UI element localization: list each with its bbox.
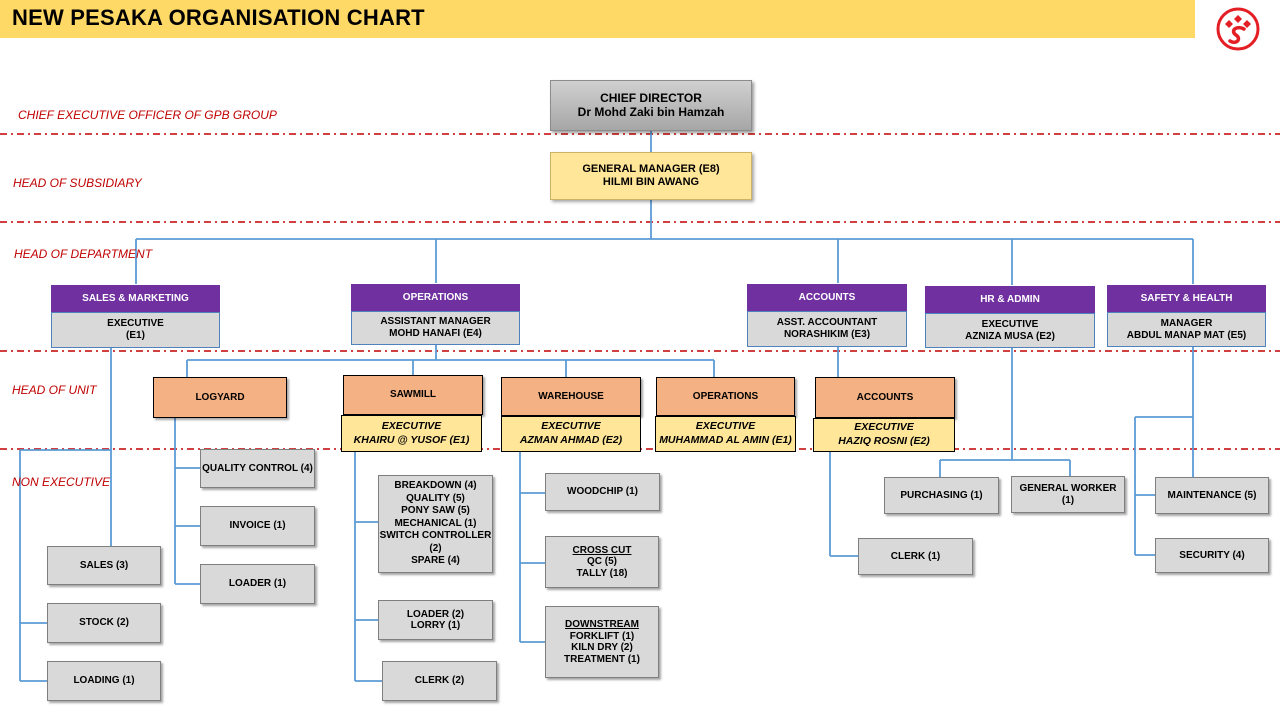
unit-logyard: LOGYARD: [153, 377, 287, 418]
gm-name: HILMI BIN AWANG: [602, 176, 700, 188]
dept-hr-admin-header: HR & ADMIN: [925, 286, 1095, 313]
dept-accounts-line2: NORASHIKIM (E3): [783, 329, 871, 340]
dept-accounts-body: ASST. ACCOUNTANT NORASHIKIM (E3): [747, 311, 907, 347]
staff-clerk-accounts: CLERK (1): [858, 538, 973, 575]
accounts-exec-name: HAZIQ ROSNI (E2): [838, 435, 930, 447]
sawmill-exec-title: EXECUTIVE: [381, 419, 442, 432]
staff-sales: SALES (3): [47, 546, 161, 585]
level-label-unit: HEAD OF UNIT: [12, 383, 97, 397]
unit-warehouse-executive: EXECUTIVE AZMAN AHMAD (E2): [501, 416, 641, 452]
unit-warehouse: WAREHOUSE: [501, 377, 641, 416]
dept-operations-header: OPERATIONS: [351, 284, 520, 311]
downstream-line: TREATMENT (1): [564, 653, 640, 665]
warehouse-exec-name: AZMAN AHMAD (E2): [519, 434, 623, 446]
staff-woodchip: WOODCHIP (1): [545, 473, 660, 511]
sawmill-exec-name: KHAIRU @ YUSOF (E1): [353, 433, 470, 446]
dept-operations-line1: ASSISTANT MANAGER: [380, 316, 491, 327]
staff-downstream: DOWNSTREAM FORKLIFT (1) KILN DRY (2) TRE…: [545, 606, 659, 678]
staff-sawmill-group: BREAKDOWN (4) QUALITY (5) PONY SAW (5) M…: [378, 475, 493, 573]
lorry-line: LORRY (1): [410, 620, 461, 631]
operations-exec-name: MUHAMMAD AL AMIN (E1): [659, 434, 792, 446]
staff-general-worker: GENERAL WORKER (1): [1011, 476, 1125, 513]
downstream-heading: DOWNSTREAM: [565, 619, 639, 630]
dept-sales-marketing-header: SALES & MARKETING: [51, 285, 220, 312]
general-manager-box: GENERAL MANAGER (E8) HILMI BIN AWANG: [550, 152, 752, 200]
gm-title: GENERAL MANAGER (E8): [582, 163, 720, 176]
level-label-ceo: CHIEF EXECUTIVE OFFICER OF GPB GROUP: [18, 108, 277, 122]
dept-safety-health-body: MANAGER ABDUL MANAP MAT (E5): [1107, 312, 1266, 347]
staff-purchasing: PURCHASING (1): [884, 477, 999, 514]
staff-crosscut: CROSS CUT QC (5) TALLY (18): [545, 536, 659, 588]
title-banner: NEW PESAKA ORGANISATION CHART: [0, 0, 1195, 38]
sawmill-staff-line: QUALITY (5): [406, 492, 465, 504]
dept-hr-admin-body: EXECUTIVE AZNIZA MUSA (E2): [925, 313, 1095, 348]
unit-sawmill-executive: EXECUTIVE KHAIRU @ YUSOF (E1): [341, 415, 482, 452]
chief-name: Dr Mohd Zaki bin Hamzah: [577, 104, 725, 119]
crosscut-line: TALLY (18): [576, 567, 628, 579]
unit-accounts: ACCOUNTS: [815, 377, 955, 418]
dept-safety-line2: ABDUL MANAP MAT (E5): [1126, 329, 1247, 341]
sawmill-staff-line: PONY SAW (5): [401, 505, 470, 517]
staff-maintenance: MAINTENANCE (5): [1155, 477, 1269, 514]
staff-quality-control: QUALITY CONTROL (4): [200, 449, 315, 488]
level-label-non-executive: NON EXECUTIVE: [12, 475, 111, 489]
dept-hr-line1: EXECUTIVE: [981, 318, 1039, 330]
dept-sales-line1: EXECUTIVE: [107, 318, 164, 329]
dept-hr-line2: AZNIZA MUSA (E2): [965, 330, 1055, 342]
downstream-line: FORKLIFT (1): [569, 630, 635, 642]
unit-operations-executive: EXECUTIVE MUHAMMAD AL AMIN (E1): [655, 416, 796, 452]
unit-accounts-executive: EXECUTIVE HAZIQ ROSNI (E2): [813, 418, 955, 452]
dept-accounts-header: ACCOUNTS: [747, 284, 907, 311]
warehouse-exec-title: EXECUTIVE: [541, 420, 601, 433]
level-label-department: HEAD OF DEPARTMENT: [14, 247, 153, 261]
page-title: NEW PESAKA ORGANISATION CHART: [12, 5, 425, 30]
sawmill-staff-line: SWITCH CONTROLLER (2): [379, 530, 492, 554]
staff-loading: LOADING (1): [47, 661, 161, 701]
staff-loader-lorry: LOADER (2) LORRY (1): [378, 600, 493, 640]
dept-safety-line1: MANAGER: [1160, 317, 1213, 329]
level-label-subsidiary: HEAD OF SUBSIDIARY: [13, 176, 142, 190]
chief-director-box: CHIEF DIRECTOR Dr Mohd Zaki bin Hamzah: [550, 80, 752, 131]
sawmill-staff-line: SPARE (4): [411, 555, 460, 567]
sawmill-staff-line: BREAKDOWN (4): [394, 480, 477, 492]
unit-sawmill: SAWMILL: [343, 375, 483, 415]
operations-exec-title: EXECUTIVE: [695, 420, 756, 433]
unit-operations: OPERATIONS: [656, 377, 795, 416]
staff-invoice: INVOICE (1): [200, 506, 315, 546]
dept-sales-marketing-body: EXECUTIVE (E1): [51, 312, 220, 348]
loader-line: LOADER (2): [406, 608, 465, 620]
chief-title: CHIEF DIRECTOR: [600, 90, 702, 105]
crosscut-heading: CROSS CUT: [572, 544, 632, 556]
dept-operations-line2: MOHD HANAFI (E4): [389, 328, 482, 339]
dept-sales-line2: (E1): [126, 330, 145, 341]
dept-operations-body: ASSISTANT MANAGER MOHD HANAFI (E4): [351, 311, 520, 345]
dept-accounts-line1: ASST. ACCOUNTANT: [776, 317, 878, 328]
staff-loader-logyard: LOADER (1): [200, 564, 315, 604]
pesaka-logo-icon: [1216, 7, 1260, 51]
staff-clerk-sawmill: CLERK (2): [382, 661, 497, 701]
dept-safety-health-header: SAFETY & HEALTH: [1107, 285, 1266, 312]
downstream-line: KILN DRY (2): [571, 642, 633, 653]
staff-stock: STOCK (2): [47, 603, 161, 643]
crosscut-line: QC (5): [587, 556, 617, 568]
accounts-exec-title: EXECUTIVE: [854, 421, 914, 434]
sawmill-staff-line: MECHANICAL (1): [394, 517, 477, 529]
staff-security: SECURITY (4): [1155, 538, 1269, 573]
